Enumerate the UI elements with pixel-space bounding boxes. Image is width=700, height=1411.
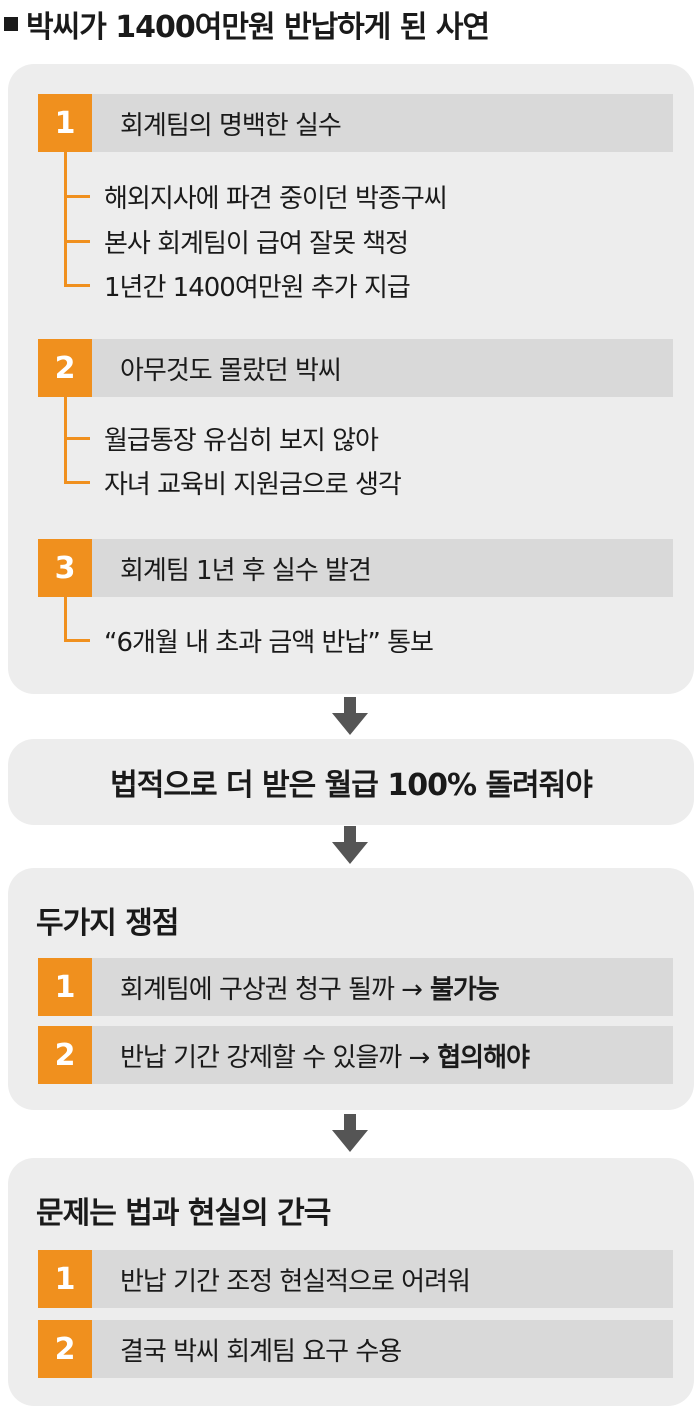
page-title: 박씨가 1400여만원 반납하게 된 사연 xyxy=(4,4,490,45)
issue-1-text: 회계팀에 구상권 청구 될까 → xyxy=(120,974,423,1005)
reality-item-1-text: 반납 기간 조정 현실적으로 어려워 xyxy=(120,1266,471,1297)
step-2-number: 2 xyxy=(38,339,92,397)
step-3-label: 회계팀 1년 후 실수 발견 xyxy=(120,555,372,586)
step-1-detail-1: 해외지사에 파견 중이던 박종구씨 xyxy=(104,183,448,214)
issue-1: 1 회계팀에 구상권 청구 될까 → 불가능 xyxy=(38,958,673,1016)
issue-2-answer: 협의해야 xyxy=(437,1042,530,1073)
reality-item-2-number: 2 xyxy=(38,1320,92,1378)
down-arrow-icon xyxy=(332,826,368,864)
step-1-detail-3: 1년간 1400여만원 추가 지급 xyxy=(104,272,411,303)
issue-1-number: 1 xyxy=(38,958,92,1016)
issue-2-number: 2 xyxy=(38,1026,92,1084)
reality-item-1: 1 반납 기간 조정 현실적으로 어려워 xyxy=(38,1250,673,1308)
step-2-connector xyxy=(64,397,67,483)
step-3-number: 3 xyxy=(38,539,92,597)
issue-1-answer: 불가능 xyxy=(429,974,500,1005)
step-1-header: 1 회계팀의 명백한 실수 xyxy=(38,94,673,152)
reality-item-1-number: 1 xyxy=(38,1250,92,1308)
conclusion-panel: 법적으로 더 받은 월급 100% 돌려줘야 xyxy=(8,739,694,825)
reality-panel: 문제는 법과 현실의 간극 1 반납 기간 조정 현실적으로 어려워 2 결국 … xyxy=(8,1158,694,1406)
step-1-connector xyxy=(64,152,67,286)
down-arrow-icon xyxy=(332,1114,368,1152)
issue-2-text: 반납 기간 강제할 수 있을까 → xyxy=(120,1042,430,1073)
issues-title: 두가지 쟁점 xyxy=(36,906,179,941)
step-2-header: 2 아무것도 몰랐던 박씨 xyxy=(38,339,673,397)
reality-item-2-text: 결국 박씨 회계팀 요구 수용 xyxy=(120,1336,402,1367)
step-2-label: 아무것도 몰랐던 박씨 xyxy=(120,355,342,386)
down-arrow-icon xyxy=(332,697,368,735)
step-3-detail-1: “6개월 내 초과 금액 반납” 통보 xyxy=(104,627,434,658)
step-1-label: 회계팀의 명백한 실수 xyxy=(120,110,342,141)
step-3-header: 3 회계팀 1년 후 실수 발견 xyxy=(38,539,673,597)
step-1-detail-2: 본사 회계팀이 급여 잘못 책정 xyxy=(104,228,409,259)
story-panel: 1 회계팀의 명백한 실수 해외지사에 파견 중이던 박종구씨 본사 회계팀이 … xyxy=(8,64,694,694)
step-3-connector xyxy=(64,597,67,641)
issue-2: 2 반납 기간 강제할 수 있을까 → 협의해야 xyxy=(38,1026,673,1084)
page-title-text: 박씨가 1400여만원 반납하게 된 사연 xyxy=(26,10,490,45)
square-bullet-icon xyxy=(4,17,18,31)
reality-item-2: 2 결국 박씨 회계팀 요구 수용 xyxy=(38,1320,673,1378)
step-1-number: 1 xyxy=(38,94,92,152)
issues-panel: 두가지 쟁점 1 회계팀에 구상권 청구 될까 → 불가능 2 반납 기간 강제… xyxy=(8,868,694,1110)
reality-title: 문제는 법과 현실의 간극 xyxy=(36,1196,331,1231)
conclusion-text: 법적으로 더 받은 월급 100% 돌려줘야 xyxy=(110,768,593,803)
step-2-detail-1: 월급통장 유심히 보지 않아 xyxy=(104,425,379,456)
step-2-detail-2: 자녀 교육비 지원금으로 생각 xyxy=(104,469,402,500)
